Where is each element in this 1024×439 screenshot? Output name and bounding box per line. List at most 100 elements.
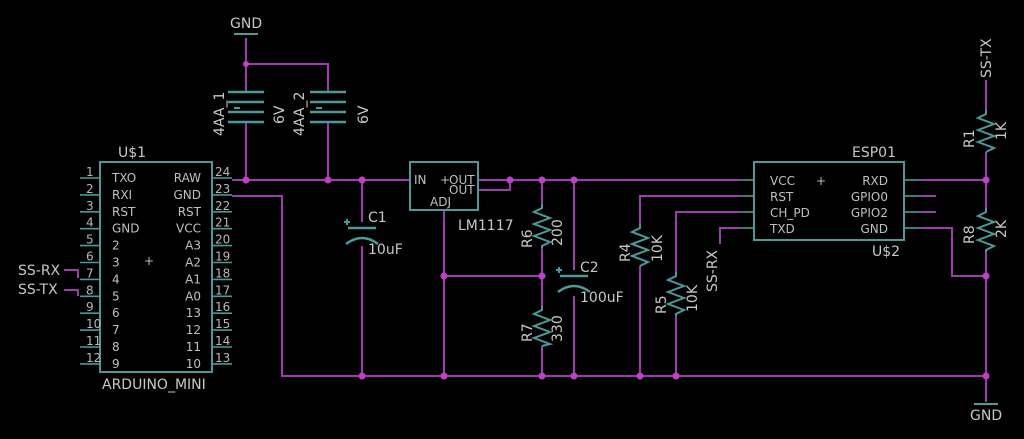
r4-ref: R4 (618, 243, 634, 262)
arduino-pin-label: TXO (111, 171, 136, 185)
arduino-pin-label: A0 (185, 289, 201, 303)
arduino-pin-label: RAW (174, 171, 201, 185)
c2-ref: C2 (580, 260, 599, 276)
battery-4aa-2: 4AA_2 6V (292, 90, 372, 136)
resistor-r8: R8 2K (962, 208, 1010, 252)
arduino-pin-label: 9 (112, 357, 120, 371)
arduino-pin-label: RXI (112, 188, 132, 202)
esp-left-pins: VCC RST CH_PD TXD (740, 174, 810, 236)
arduino-pin-number: 4 (86, 216, 94, 230)
battery2-ref: 4AA_2 (292, 92, 308, 136)
arduino-pin-number: 8 (86, 283, 94, 297)
regulator-name: LM1117 (458, 218, 514, 234)
arduino-pin-number: 7 (86, 266, 94, 280)
r5-ref: R5 (654, 295, 670, 314)
arduino-pin-number: 2 (86, 182, 94, 196)
arduino-pin-label: A3 (185, 239, 201, 253)
arduino-pin-label: 11 (186, 340, 201, 354)
arduino-origin-plus: + (144, 254, 154, 268)
ss-rx-mid-label: SS-RX (705, 249, 721, 292)
esp-pin-label: GPIO0 (851, 190, 888, 204)
capacitor-c2: C2 100uF (556, 260, 624, 306)
esp-ref: U$2 (872, 244, 900, 260)
battery1-ref: 4AA_1 (212, 92, 228, 136)
arduino-pin-label: A1 (185, 272, 201, 286)
arduino-pin-label: RST (178, 205, 202, 219)
r5-value: 10K (685, 284, 701, 312)
esp-pin-label: GND (860, 222, 888, 236)
arduino-pin-number: 10 (86, 317, 101, 331)
r7-ref: R7 (520, 323, 536, 342)
esp-pin-label: GPIO2 (851, 206, 888, 220)
esp-pin-label: CH_PD (770, 206, 810, 220)
r6-ref: R6 (520, 229, 536, 248)
ss-tx-left-label: SS-TX (18, 282, 58, 298)
arduino-pin-number: 6 (86, 250, 94, 264)
resistor-r6: R6 200 (520, 204, 566, 248)
arduino-pin-label: 7 (112, 323, 120, 337)
arduino-pin-label: A2 (185, 256, 201, 270)
r8-value: 2K (994, 219, 1010, 238)
arduino-pin-number: 20 (215, 233, 230, 247)
regulator-adj-label: ADJ (430, 195, 451, 209)
regulator-in-label: IN (414, 173, 427, 187)
arduino-pin-number: 21 (215, 216, 230, 230)
esp-pin-label: RST (770, 190, 794, 204)
battery1-value: 6V (272, 105, 288, 124)
esp-pin-label: TXD (769, 222, 795, 236)
junctions (242, 61, 990, 380)
arduino-pin-label: 5 (112, 289, 120, 303)
r4-value: 10K (650, 234, 666, 262)
c1-ref: C1 (368, 210, 387, 226)
arduino-pin-number: 11 (86, 334, 101, 348)
arduino-pin-label: VCC (176, 222, 201, 236)
battery2-value: 6V (356, 105, 372, 124)
battery-4aa-1: 4AA_1 6V (212, 90, 288, 136)
gnd-symbol-bottom: GND (970, 403, 1002, 424)
arduino-pin-label: 12 (186, 323, 201, 337)
arduino-pin-number: 3 (86, 199, 94, 213)
esp-name: ESP01 (852, 145, 896, 161)
ss-tx-top-label: SS-TX (979, 38, 995, 78)
arduino-pin-number: 9 (86, 300, 94, 314)
arduino-right-pins: 24RAW23GND22RST21VCC20A319A218A117A01613… (173, 165, 232, 371)
arduino-pin-label: GND (173, 188, 201, 202)
resistor-r5: R5 10K (654, 272, 701, 316)
esp-pin-label: RXD (862, 174, 888, 188)
arduino-pin-label: 2 (112, 239, 120, 253)
arduino-pin-label: GND (112, 222, 140, 236)
arduino-pin-label: 13 (186, 306, 201, 320)
arduino-pin-number: 24 (215, 165, 230, 179)
regulator-out2-label: OUT (449, 183, 475, 197)
c1-value: 10uF (368, 242, 403, 258)
arduino-pin-number: 13 (215, 351, 230, 365)
arduino-name: ARDUINO_MINI (102, 377, 206, 393)
arduino-pin-number: 1 (86, 165, 94, 179)
resistor-r1: R1 1K (962, 110, 1010, 153)
regulator-lm1117: IN + OUT OUT ADJ LM1117 (409, 161, 514, 234)
r1-value: 1K (994, 121, 1010, 140)
gnd-symbol-top: GND (230, 16, 262, 35)
arduino-pin-label: 6 (112, 306, 120, 320)
arduino-pin-number: 23 (215, 182, 230, 196)
arduino-pin-number: 15 (215, 317, 230, 331)
arduino-pin-number: 14 (215, 334, 230, 348)
r7-value: 330 (550, 315, 566, 342)
resistor-r7: R7 330 (520, 306, 566, 347)
arduino-pin-label: 4 (112, 272, 120, 286)
arduino-pin-number: 5 (86, 233, 94, 247)
c2-value: 100uF (580, 290, 624, 306)
arduino-pin-number: 18 (215, 266, 230, 280)
arduino-pin-label: 10 (186, 357, 201, 371)
arduino-pin-number: 12 (86, 351, 101, 365)
ss-rx-left-label: SS-RX (18, 263, 61, 279)
regulator-out1-label: OUT (449, 173, 475, 187)
arduino-pin-label: 3 (112, 256, 120, 270)
regulator-plus: + (440, 173, 450, 187)
esp-pin-label: VCC (770, 174, 795, 188)
